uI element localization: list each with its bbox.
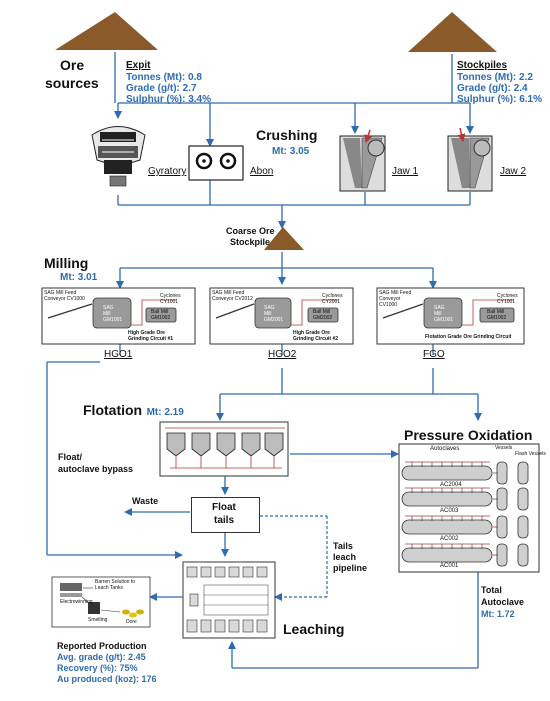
- leaching-title: Leaching: [283, 621, 345, 637]
- electrowinning-label: Electrowinning: [60, 599, 93, 605]
- stockpile-pile-icon: [408, 12, 497, 52]
- autoclave-unit-1: AC2004: [440, 482, 462, 488]
- jaw-crusher-1-icon: [339, 129, 386, 192]
- production-recovery: Recovery (%): 75%: [57, 663, 138, 673]
- total-autoclave-label: Total: [481, 585, 502, 595]
- crushing-title: Crushing: [256, 127, 318, 143]
- bypass-label: Float/: [58, 452, 82, 462]
- waste-label: Waste: [132, 496, 159, 506]
- coarse-ore-stockpile-icon: [264, 227, 304, 250]
- dore-label: Dore: [126, 619, 137, 625]
- hgo2-label: HGO2: [268, 349, 297, 360]
- bypass-label-2: autoclave bypass: [58, 464, 134, 474]
- ore-sources-title-2: sources: [45, 75, 99, 91]
- float-tails-label: Float: [212, 502, 236, 513]
- float-tails-label-2: tails: [214, 515, 235, 526]
- gyratory-crusher-icon: [91, 126, 146, 187]
- ore-sources-title: Ore: [60, 57, 85, 73]
- refinery-illustration: [51, 576, 151, 628]
- stockpiles-grade: Grade (g/t): 2.4: [457, 83, 528, 94]
- pressure-oxidation-title: Pressure Oxidation: [404, 427, 533, 443]
- autoclave-unit-4: AC001: [440, 563, 459, 569]
- expit-sulphur: Sulphur (%): 3.4%: [126, 94, 212, 105]
- smelting-label: Smelting: [88, 617, 108, 623]
- abon-crusher-icon: [188, 145, 244, 181]
- coarse-ore-label-2: Stockpile: [230, 237, 271, 247]
- stockpiles-sulphur: Sulphur (%): 6.1%: [457, 94, 543, 105]
- expit-tonnes: Tonnes (Mt): 0.8: [126, 72, 202, 83]
- crusher-jaw2-label: Jaw 2: [500, 166, 527, 177]
- vessels-header: Vessels: [495, 445, 513, 451]
- production-title: Reported Production: [57, 641, 147, 651]
- stockpiles-name: Stockpiles: [457, 60, 508, 71]
- tails-leach-label-2: leach: [333, 552, 357, 562]
- crusher-gyratory-label: Gyratory: [148, 166, 187, 177]
- flash-header: Flash Vessels: [515, 451, 546, 457]
- coarse-ore-label: Coarse Ore: [226, 226, 275, 236]
- crusher-jaw1-label: Jaw 1: [392, 166, 419, 177]
- milling-circuit-diagrams: [41, 287, 525, 345]
- flotation-cells-diagram: [159, 421, 289, 477]
- autoclaves-header: Autoclaves: [430, 446, 460, 452]
- leaching-tanks-diagram: [182, 561, 276, 639]
- fgo-label: FGO: [423, 349, 445, 360]
- flotation-value: Mt: 2.19: [146, 407, 184, 418]
- float-tails-box: [191, 497, 260, 533]
- expit-grade: Grade (g/t): 2.7: [126, 83, 197, 94]
- tails-leach-label: Tails: [333, 541, 353, 551]
- hgo1-label: HGO1: [104, 349, 133, 360]
- total-autoclave-label-2: Autoclave: [481, 597, 525, 607]
- crushing-value: Mt: 3.05: [272, 146, 310, 157]
- production-au: Au produced (koz): 176: [57, 674, 157, 684]
- autoclave-diagram: [398, 443, 540, 573]
- autoclave-unit-3: AC002: [440, 536, 459, 542]
- expit-name: Expit: [126, 60, 151, 71]
- tails-leach-label-3: pipeline: [333, 563, 368, 573]
- milling-title: Milling: [44, 255, 89, 271]
- jaw-crusher-2-icon: [447, 127, 493, 192]
- flotation-title-row: Flotation Mt: 2.19: [83, 402, 184, 420]
- crusher-abon-label: Abon: [250, 166, 274, 177]
- milling-value: Mt: 3.01: [60, 272, 98, 283]
- production-grade: Avg. grade (g/t): 2.45: [57, 652, 146, 662]
- flotation-title: Flotation: [83, 402, 143, 418]
- stockpiles-tonnes: Tonnes (Mt): 2.2: [457, 72, 533, 83]
- expit-pile-icon: [55, 12, 158, 50]
- total-autoclave-value: Mt: 1.72: [481, 609, 515, 619]
- fgo-caption: Flotation Grade Ore Grinding Circuit: [425, 334, 512, 340]
- autoclave-unit-2: AC003: [440, 508, 459, 514]
